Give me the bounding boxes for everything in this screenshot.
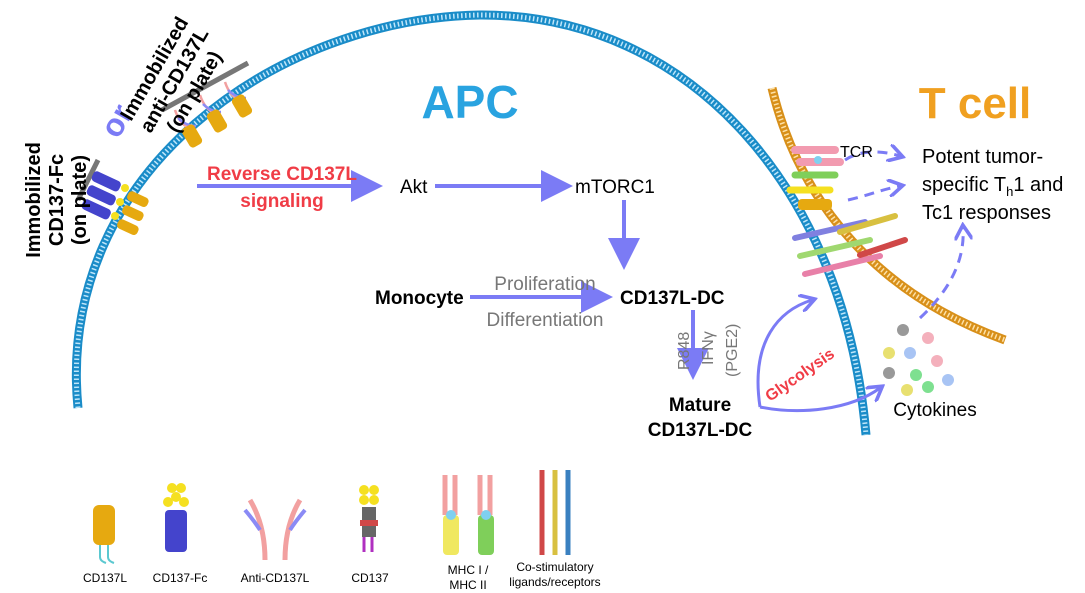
akt-label: Akt — [400, 177, 428, 198]
legend-cd137-fc: CD137-Fc — [153, 483, 208, 585]
text-part: specific T — [922, 174, 1006, 196]
reverse-signaling-label: Reverse CD137L — [207, 164, 357, 185]
immobilized-cd137fc-label: Immobilized CD137-Fc (on plate) — [23, 142, 91, 258]
legend-label: CD137-Fc — [153, 571, 208, 585]
anti-cd137l-plate — [160, 60, 253, 148]
tcr-label: TCR — [840, 144, 873, 161]
label-line: Potent tumor- — [922, 146, 1043, 168]
glycolysis-label: Glycolysis — [763, 345, 838, 405]
cytokine-particles — [883, 324, 954, 396]
label-line: specific Th1 and — [922, 174, 1063, 199]
legend-mhc: MHC I / MHC II — [442, 475, 494, 592]
legend-label: MHC I / — [448, 563, 489, 577]
label-line: Tc1 responses — [922, 202, 1051, 224]
cd137l-molecule — [181, 124, 203, 148]
cytokines-label: Cytokines — [893, 400, 976, 421]
subscript: h — [1006, 184, 1013, 199]
costimulatory-molecules — [792, 213, 908, 277]
differentiation-label: Differentiation — [487, 310, 604, 331]
stimulus-pge2: (PGE2) — [724, 324, 741, 377]
mtorc1-label: mTORC1 — [575, 177, 655, 198]
legend-costimulatory: Co-stimulatory ligands/receptors — [509, 470, 601, 589]
proliferation-label: Proliferation — [494, 274, 595, 295]
label-line: CD137-Fc — [46, 154, 68, 246]
legend: CD137L CD137-Fc Anti-CD137L CD137 MHC I … — [83, 470, 601, 592]
mature-dc-label: CD137L-DC — [648, 420, 753, 441]
legend-label: Anti-CD137L — [241, 571, 310, 585]
legend-label: Co-stimulatory — [516, 560, 593, 574]
reverse-signaling-label-2: signaling — [240, 191, 323, 212]
mature-label: Mature — [669, 395, 731, 416]
arrow-glycolysis-to-cytokines — [759, 388, 880, 413]
dashed-arrow-cytokines — [918, 228, 963, 320]
mhc-tcr-complex — [786, 146, 844, 210]
legend-label: CD137 — [351, 571, 389, 585]
legend-anti-cd137l: Anti-CD137L — [241, 498, 310, 585]
dashed-arrow-cd137 — [847, 186, 900, 202]
legend-label: CD137L — [83, 571, 127, 585]
label-line: (on plate) — [69, 155, 91, 245]
legend-cd137l: CD137L — [83, 505, 127, 585]
stimulus-r848: R848 — [676, 332, 693, 370]
tcell-membrane — [767, 86, 1007, 345]
tcell-label: T cell — [919, 79, 1032, 128]
signaling-arrows — [197, 152, 963, 413]
arrow-glycolysis-to-costim — [756, 300, 812, 408]
monocyte-label: Monocyte — [375, 288, 464, 309]
dashed-arrow-tcr — [844, 152, 900, 160]
cd137-fc-plate — [75, 158, 149, 236]
legend-label: ligands/receptors — [509, 575, 600, 589]
responses-label: Potent tumor- specific Th1 and Tc1 respo… — [922, 146, 1063, 224]
apc-label: APC — [421, 76, 518, 128]
legend-label: MHC II — [449, 578, 486, 592]
cd137l-dc-label: CD137L-DC — [620, 288, 725, 309]
text-part: 1 and — [1013, 174, 1063, 196]
stimulus-ifng: IFNγ — [700, 331, 717, 365]
cd137-fc-molecule — [81, 171, 149, 236]
legend-cd137: CD137 — [351, 485, 389, 585]
label-line: Immobilized — [23, 142, 45, 258]
